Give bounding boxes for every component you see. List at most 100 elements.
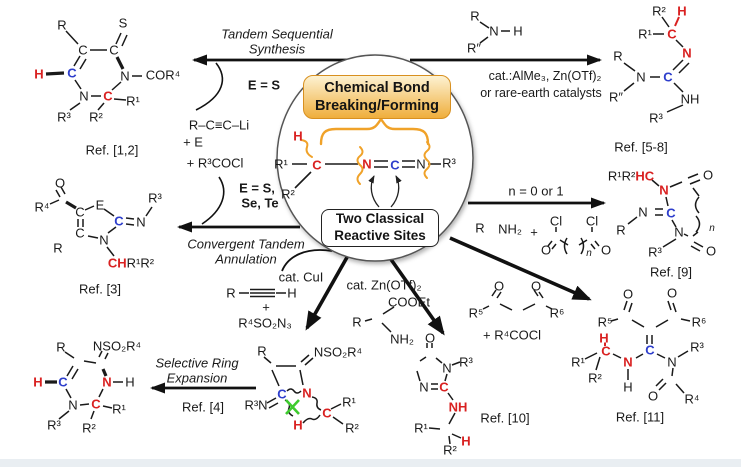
atom-label: H: [293, 128, 303, 144]
ch-black-part: R¹R²: [126, 255, 155, 271]
reagent-aminoester-bonds: [364, 306, 395, 333]
r-group-label: R³: [649, 110, 663, 126]
pathway-title: Synthesis: [248, 41, 306, 57]
catalyst-label: or rare-earth catalysts: [480, 85, 602, 100]
catalyst-label: cat. Zn(OTf)₂: [346, 277, 422, 293]
catalyst-label: cat.:AlMe₃, Zn(OTf)₂: [488, 68, 602, 83]
scoop-curve-tandem: [195, 62, 224, 111]
reagent-label: R–C≡C–Li: [188, 117, 250, 133]
r-group-label: R: [57, 17, 67, 33]
reagent-alkyne-bonds: [239, 288, 286, 298]
arrow-cui-pathway: [305, 251, 352, 331]
r-group-label: R: [56, 339, 66, 355]
r-group-label: R¹: [274, 156, 288, 172]
atom-label: N: [136, 214, 146, 230]
reagent-label: + R³COCl: [186, 155, 244, 171]
pathway-title: Expansion: [166, 370, 228, 386]
atom-label: N: [79, 88, 89, 104]
title-line1: Chemical Bond: [324, 79, 430, 96]
r-group-label: R²: [281, 186, 295, 202]
atom-label: H: [293, 417, 303, 433]
ref-label: Ref. [10]: [480, 410, 530, 426]
atom-label: NH: [448, 399, 468, 415]
r-group-label: R: [226, 285, 236, 301]
r-group-label: R³: [148, 190, 162, 206]
atom-label: C: [277, 386, 287, 402]
curved-arrow-right: [390, 175, 402, 208]
reactive-sites-box: Two Classical Reactive Sites: [321, 209, 439, 247]
footer-strip: [0, 459, 741, 467]
condition-label: E = S: [247, 77, 281, 93]
group-label: R³N: [244, 397, 268, 413]
r-group-label: R¹: [342, 394, 356, 410]
atom-label: H: [513, 23, 523, 39]
atom-label: NH₂: [498, 221, 522, 237]
r-group-label: R²: [588, 370, 602, 386]
r-group-label: R¹: [571, 354, 585, 370]
sites-line2: Reactive Sites: [334, 228, 426, 243]
scoop-curve-cui: [281, 249, 333, 272]
plus-sign: +: [530, 224, 538, 240]
r-group-label: R²: [443, 442, 457, 458]
reagent-amine-bonds: [479, 21, 510, 44]
r-group-label: R³: [690, 339, 704, 355]
r-group-label: R²: [89, 109, 103, 125]
ch-group-label: CHR¹R²: [108, 257, 154, 270]
r-group-label: R⁶: [549, 305, 565, 321]
ch-red-part: CH: [107, 255, 127, 271]
r-group-label: R: [616, 222, 626, 238]
sites-line1: Two Classical: [335, 211, 425, 227]
reagent-label: COOEt: [388, 294, 430, 310]
atom-label: O: [666, 285, 678, 301]
structure-aminal-bonds: [584, 300, 691, 394]
atom-label: C: [390, 157, 400, 173]
atom-label: H: [623, 379, 633, 395]
r-group-label: R: [470, 8, 480, 24]
ref-label: Ref. [9]: [650, 264, 692, 280]
atom-label: NH: [680, 91, 700, 107]
reagent-diketone-bonds: [482, 289, 553, 311]
arrow-diketone-pathway: [449, 236, 592, 301]
atom-label: C: [663, 69, 673, 85]
subscript-n-label: n: [709, 223, 715, 234]
atom-label: NH₂: [390, 331, 414, 347]
atom-label: C: [645, 342, 655, 358]
ref-label: Ref. [4]: [182, 399, 224, 415]
atom-label: C: [75, 204, 85, 220]
atom-label: N: [120, 68, 130, 84]
atom-label: N: [682, 45, 692, 61]
r-group-label: R: [257, 343, 267, 359]
atom-label: S: [118, 15, 128, 31]
reagent-label: R⁴SO₂N₃: [238, 315, 292, 331]
r-group-label: R¹: [112, 401, 126, 417]
subscript-n-label: n: [586, 248, 592, 259]
r-group-label: R: [53, 240, 63, 256]
atom-label: C: [667, 26, 677, 42]
r-group-label: R³: [459, 354, 473, 370]
atom-label: C: [58, 374, 68, 390]
atom-label: N: [68, 397, 78, 413]
plus-sign: +: [262, 299, 270, 315]
atom-label: N: [362, 156, 372, 172]
atom-label: Cl: [549, 213, 563, 229]
atom-label: C: [109, 42, 119, 58]
atom-label: C: [312, 157, 322, 173]
atom-label: O: [424, 330, 436, 346]
atom-label: N: [623, 354, 633, 370]
r-group-label: R: [352, 314, 362, 330]
scoop-curve-annulation: [201, 176, 225, 225]
atom-label: C: [601, 343, 611, 359]
atom-label: O: [705, 243, 717, 259]
r-group-label: R³: [442, 155, 456, 171]
chemical-bond-title-box: Chemical Bond Breaking/Forming: [303, 75, 451, 119]
group-label: COR⁴: [145, 67, 181, 83]
atom-label: H: [33, 374, 43, 390]
atom-label: C: [67, 65, 77, 81]
curved-arrow-left: [368, 175, 380, 208]
atom-label: N: [636, 69, 646, 85]
atom-label: C: [91, 396, 101, 412]
atom-label: C: [666, 205, 676, 221]
pathway-title: Annulation: [215, 251, 277, 267]
atom-label: N: [416, 156, 426, 172]
